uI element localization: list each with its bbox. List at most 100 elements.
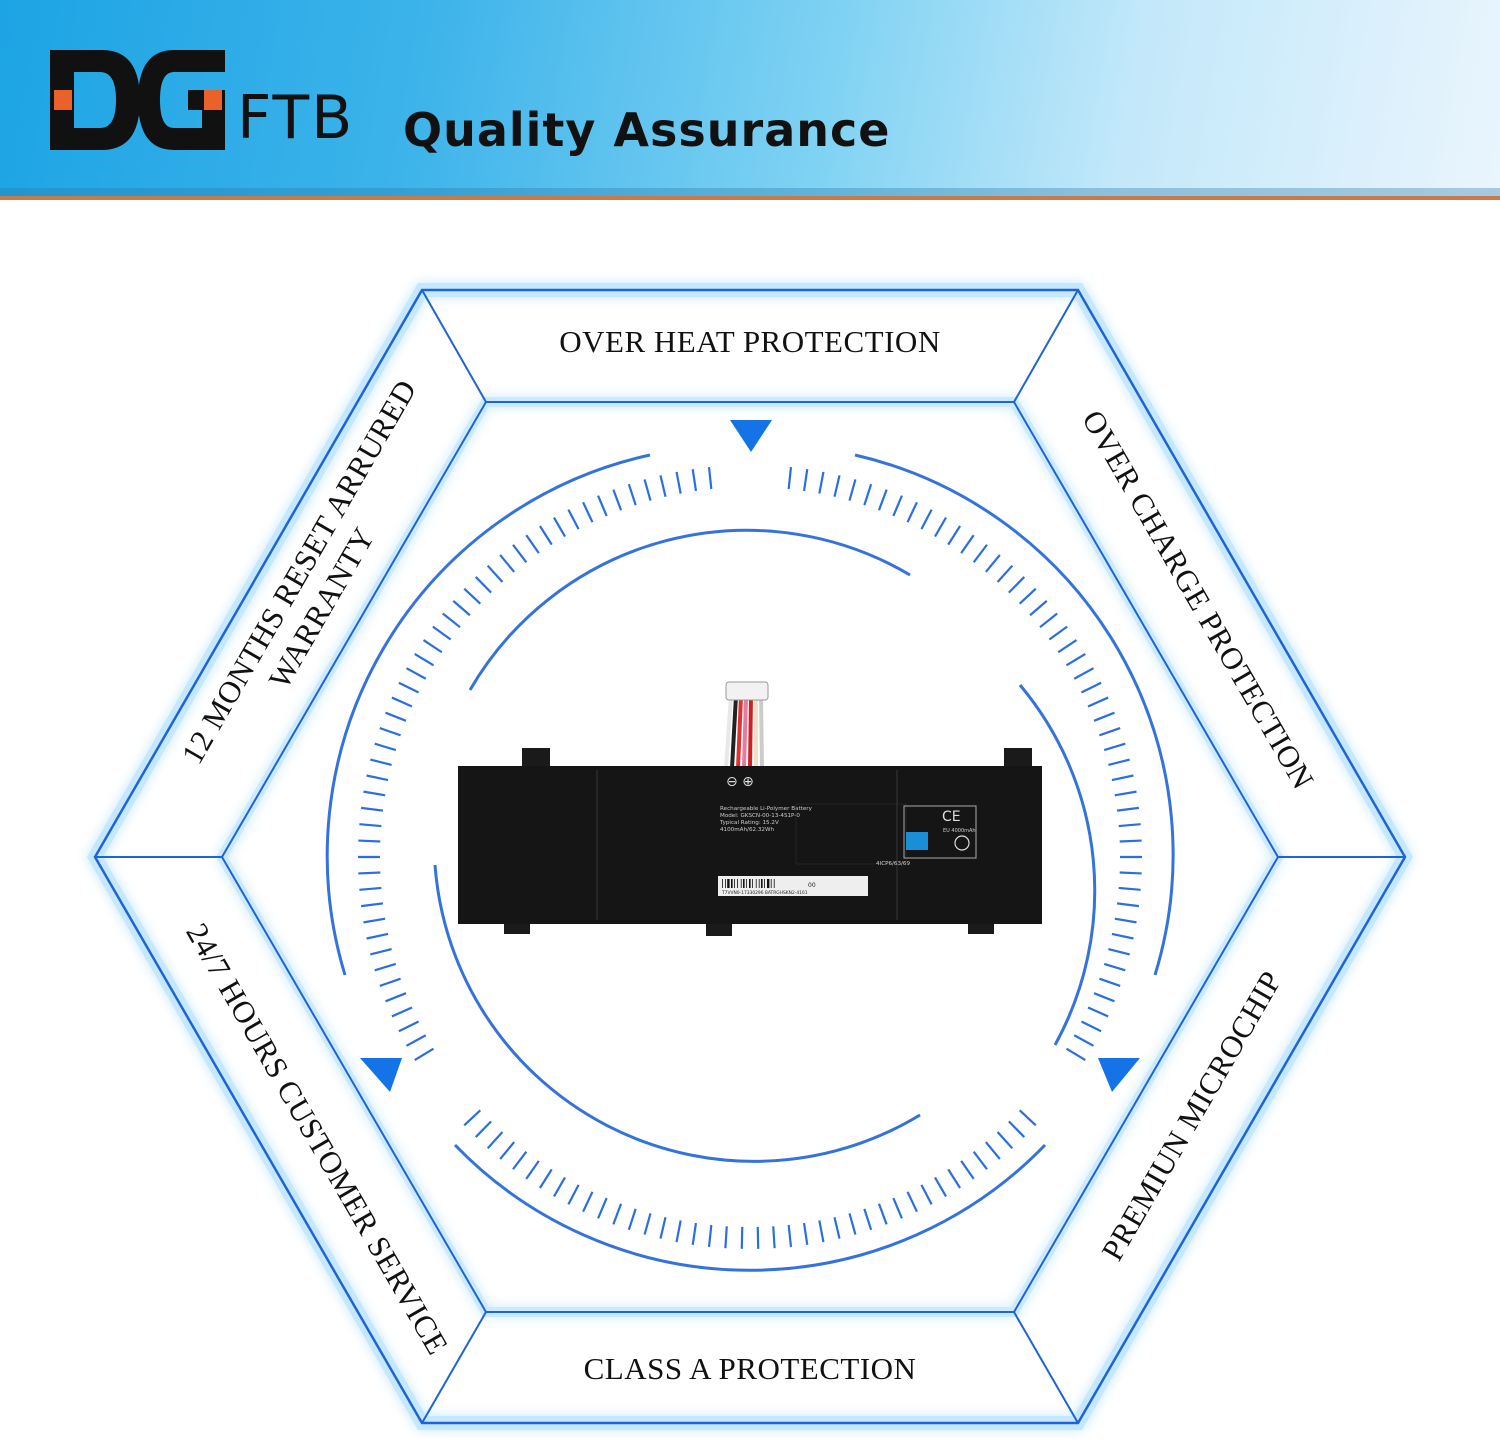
tick-mark [567,509,580,530]
battery-connector [725,681,769,701]
tick-mark [1093,711,1115,722]
battery-barcode-suffix: 00 [808,882,816,889]
tick-mark [1093,992,1115,1003]
tick-ring [358,467,1142,1249]
barcode-bar [767,879,770,888]
tick-mark [1039,612,1058,629]
tick-mark [512,1151,528,1170]
feature-over-heat: OVER HEAT PROTECTION [559,324,941,359]
tick-mark [818,1220,825,1243]
tick-mark [379,727,401,737]
divider-top-right [1013,289,1079,403]
tick-mark [724,1226,728,1249]
tick-mark [802,1222,809,1245]
tick-mark [1087,1006,1109,1018]
tick-mark [582,1191,594,1213]
tick-mark [643,479,652,501]
tick-mark [906,501,918,523]
tick-mark [1057,639,1078,654]
tick-mark [474,1120,492,1138]
battery-blue-logo [906,832,928,850]
tick-mark [567,1184,580,1205]
tick-mark [486,564,504,583]
tick-mark [486,1131,504,1150]
tick-mark [934,516,947,538]
tick-mark [1103,962,1126,972]
tick-mark [1116,902,1140,908]
battery-label-line1: Rechargeable Li-Polymer Battery [720,806,813,812]
tick-mark [643,1213,652,1235]
battery-terminal-symbols: ⊖ ⊕ [726,774,754,790]
tick-mark [1073,1034,1095,1047]
battery-tab [522,748,550,770]
tick-mark [833,1216,841,1239]
tick-mark [405,667,427,680]
tick-mark [707,467,713,490]
tick-mark [848,1213,857,1235]
battery-label-line3: Typical Rating: 15.2V [719,820,779,826]
tick-mark [414,1047,435,1062]
tick-mark [1114,790,1137,797]
tick-mark [892,495,903,517]
tick-mark [1108,947,1130,956]
tick-mark [772,1226,776,1249]
tick-mark [1008,576,1026,594]
tick-mark [499,1141,516,1160]
tick-mark [1099,727,1121,737]
tick-mark [802,469,809,492]
barcode-bar [758,879,760,888]
divider-bottom-right [1013,1311,1079,1424]
tick-mark [360,806,384,812]
tick-mark [848,479,857,501]
tick-mark [877,489,888,511]
battery-label-line4: 4100mAh/62.32Wh [720,827,774,833]
tick-mark [1018,1109,1037,1127]
tick-mark [1114,917,1137,924]
tick-mark [452,600,471,617]
tick-mark [984,554,1001,573]
tick-mark [398,1020,420,1033]
arrow-left-icon [360,1058,402,1092]
tick-mark [1103,742,1126,752]
tick-mark [972,1151,988,1170]
tick-mark [463,587,482,605]
battery-cell-divider [596,770,598,920]
dg-logo [50,50,225,150]
barcode-bar [746,879,747,888]
barcode-bar [740,879,742,888]
tick-mark [691,1222,698,1245]
tick-mark [877,1203,888,1225]
arrow-top-icon [730,420,772,452]
tick-mark [972,544,988,563]
tick-mark [405,1034,427,1047]
tick-mark [379,977,401,987]
tick-mark [553,516,566,538]
outer-arcs [325,453,1175,1272]
tick-mark [1119,871,1142,875]
tick-mark [659,1216,667,1239]
battery-recycle-icon [954,835,970,851]
battery-cell-divider [896,770,898,920]
tick-mark [906,1191,918,1213]
tick-mark [627,1208,637,1231]
tick-mark [359,886,382,891]
tick-mark [612,489,623,511]
tick-mark [474,576,492,594]
battery-model-code: 4ICP6/63/69 [876,861,910,867]
tick-mark [1080,681,1102,694]
barcode-bar [734,879,735,888]
tick-mark [360,902,384,908]
tick-mark [659,475,667,498]
tick-mark [512,544,528,563]
tick-mark [691,469,698,492]
feature-class-a: CLASS A PROTECTION [583,1351,917,1386]
battery-label-line2: Model: GKSCN-00-13-4S1P-0 [720,813,800,819]
barcode-bar [752,879,753,888]
tick-mark [984,1141,1001,1160]
tick-mark [1048,625,1068,641]
logo-letter-g [138,50,225,150]
tick-mark [1065,652,1086,667]
barcode-bar [770,879,772,888]
tick-mark [934,1176,947,1198]
